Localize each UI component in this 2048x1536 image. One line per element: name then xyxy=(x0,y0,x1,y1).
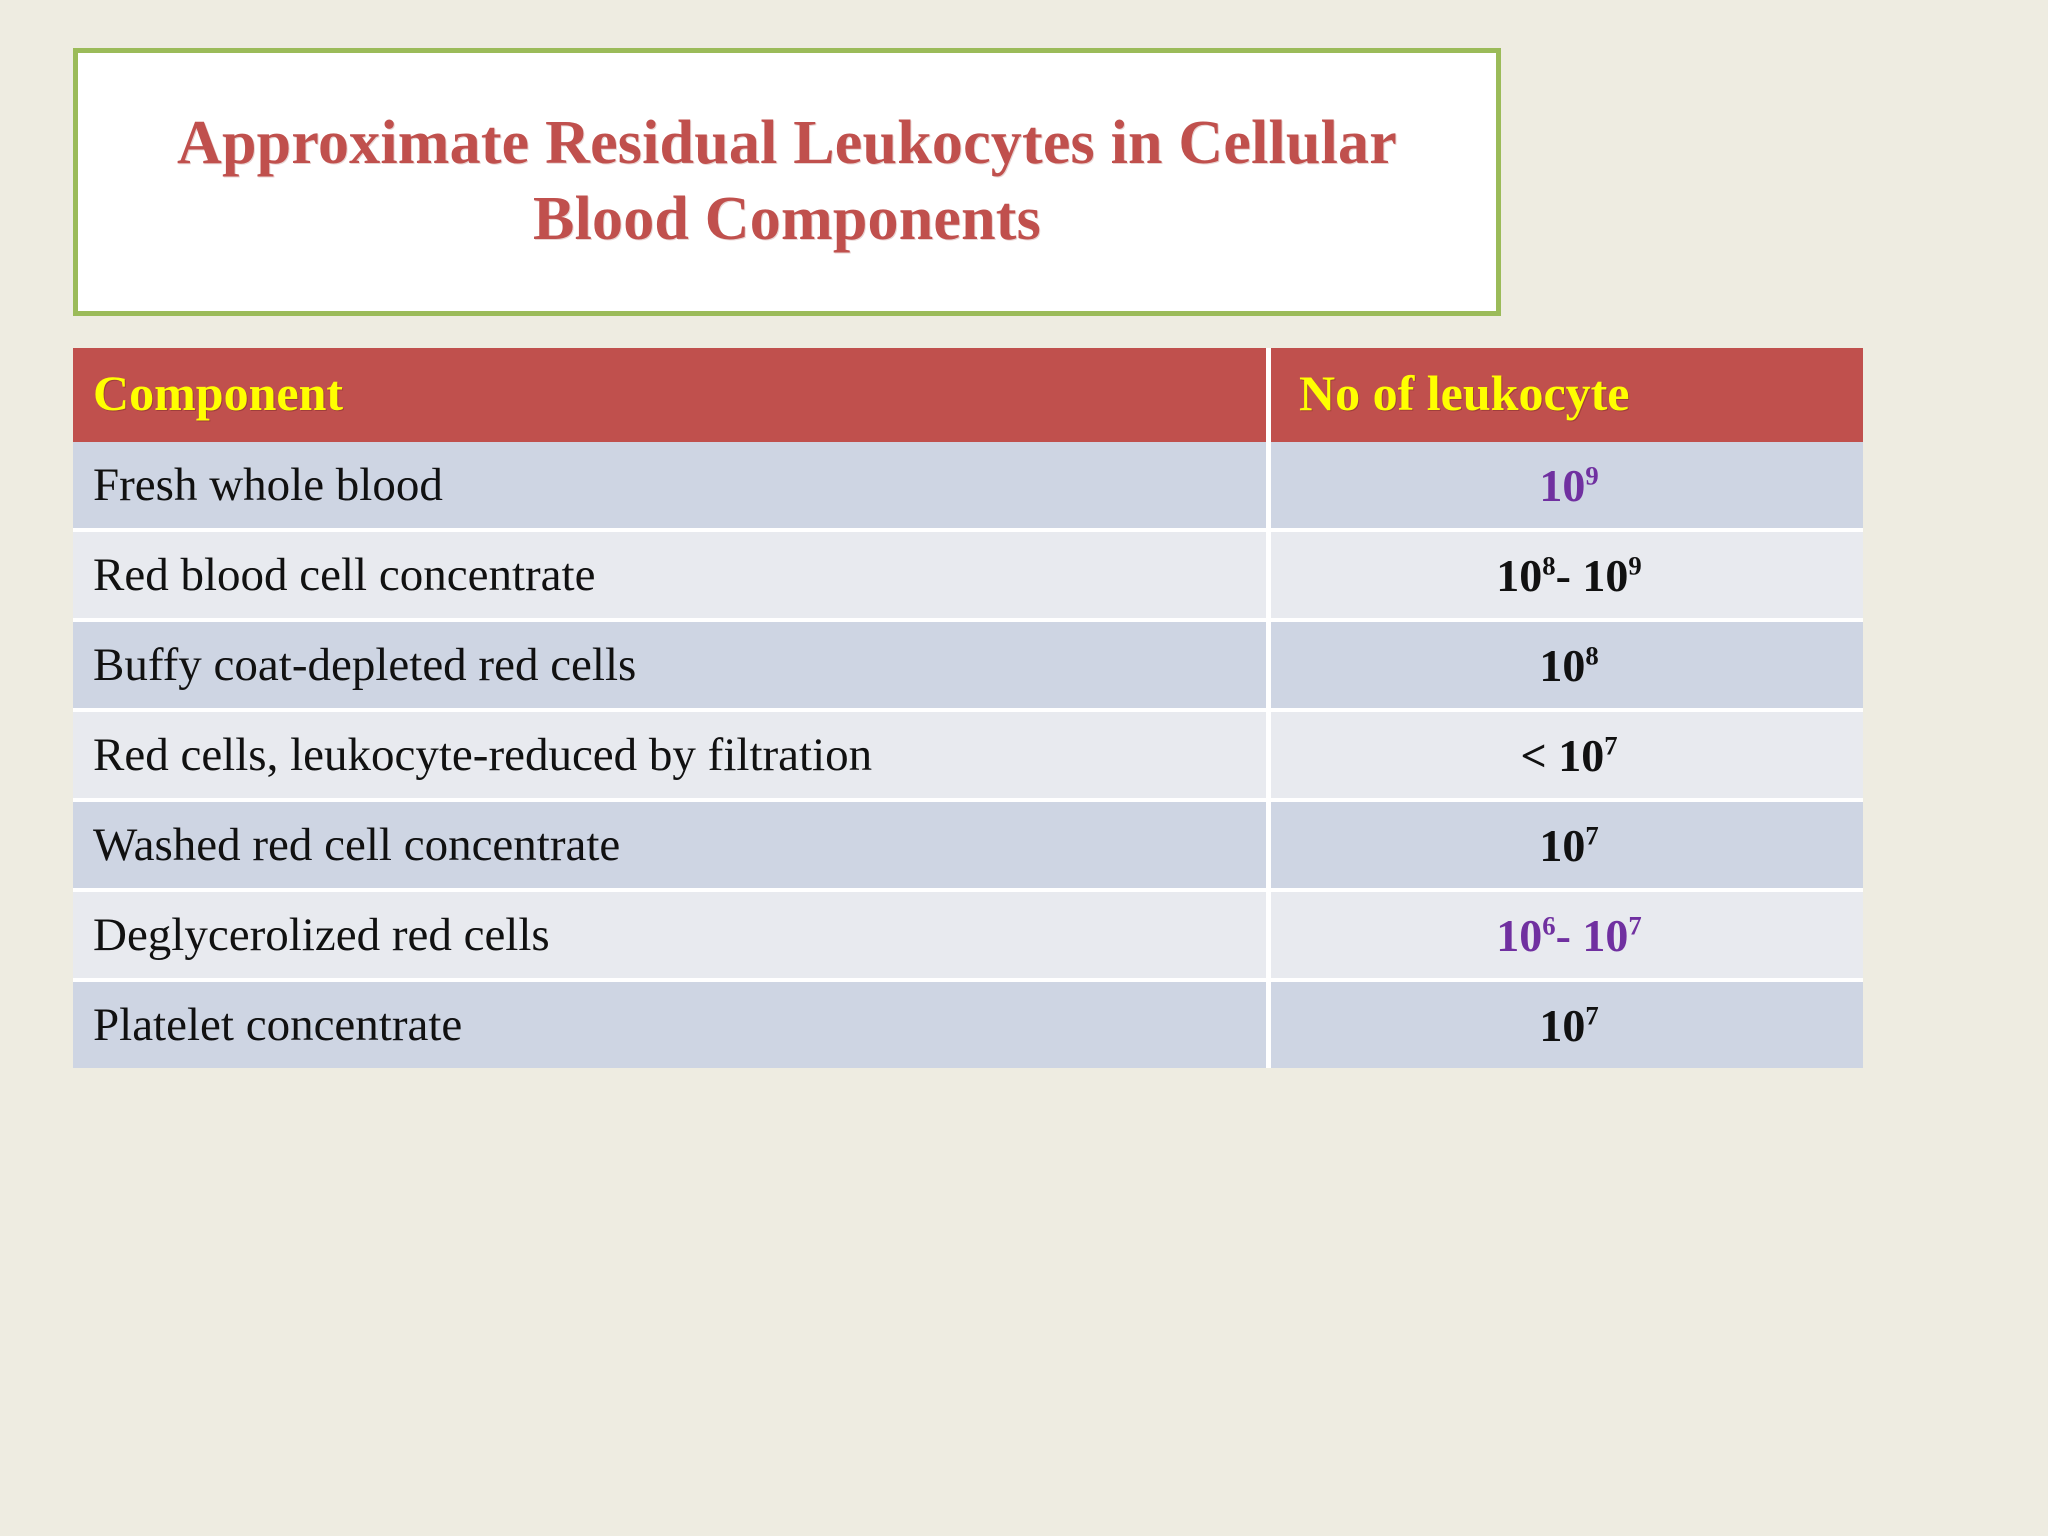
count-exponent: 6 xyxy=(1542,910,1556,941)
count-base: 10 xyxy=(1539,459,1586,511)
table-header-row: Component No of leukocyte xyxy=(73,348,1863,442)
count-exponent: 8 xyxy=(1585,640,1599,671)
cell-component-name: Fresh whole blood xyxy=(73,442,1266,532)
count-exponent: 7 xyxy=(1585,1000,1599,1031)
count-base: 10 xyxy=(1539,639,1586,691)
count-prefix: < xyxy=(1520,729,1559,781)
column-header-leukocyte-count: No of leukocyte xyxy=(1266,348,1863,442)
cell-leukocyte-count: 107 xyxy=(1266,982,1863,1068)
cell-leukocyte-count: < 107 xyxy=(1266,712,1863,802)
count-base: 10 xyxy=(1539,999,1586,1051)
slide-title-card: Approximate Residual Leukocytes in Cellu… xyxy=(73,48,1501,316)
cell-leukocyte-count: 108- 109 xyxy=(1266,532,1863,622)
count-exponent-second: 7 xyxy=(1628,910,1642,941)
cell-component-name: Buffy coat-depleted red cells xyxy=(73,622,1266,712)
count-base-second: 10 xyxy=(1582,549,1629,601)
count-base: 10 xyxy=(1558,729,1605,781)
count-base: 10 xyxy=(1539,819,1586,871)
cell-component-name: Red cells, leukocyte-reduced by filtrati… xyxy=(73,712,1266,802)
count-exponent: 7 xyxy=(1585,820,1599,851)
residual-leukocytes-table: Component No of leukocyte Fresh whole bl… xyxy=(73,348,1863,1068)
count-separator: - xyxy=(1555,549,1583,601)
cell-leukocyte-count: 109 xyxy=(1266,442,1863,532)
cell-component-name: Washed red cell concentrate xyxy=(73,802,1266,892)
table-row: Red cells, leukocyte-reduced by filtrati… xyxy=(73,712,1863,802)
table-header: Component No of leukocyte xyxy=(73,348,1863,442)
count-separator: - xyxy=(1555,909,1583,961)
cell-leukocyte-count: 108 xyxy=(1266,622,1863,712)
count-exponent: 9 xyxy=(1585,460,1599,491)
count-base-second: 10 xyxy=(1582,909,1629,961)
page-title: Approximate Residual Leukocytes in Cellu… xyxy=(177,109,1397,253)
count-base: 10 xyxy=(1496,909,1543,961)
count-base: 10 xyxy=(1496,549,1543,601)
cell-leukocyte-count: 106- 107 xyxy=(1266,892,1863,982)
cell-component-name: Red blood cell concentrate xyxy=(73,532,1266,622)
leukocyte-table-container: Component No of leukocyte Fresh whole bl… xyxy=(73,348,1863,1068)
cell-leukocyte-count: 107 xyxy=(1266,802,1863,892)
count-exponent-second: 9 xyxy=(1628,550,1642,581)
column-header-component: Component xyxy=(73,348,1266,442)
cell-component-name: Deglycerolized red cells xyxy=(73,892,1266,982)
count-exponent: 7 xyxy=(1604,730,1618,761)
count-exponent: 8 xyxy=(1542,550,1556,581)
cell-component-name: Platelet concentrate xyxy=(73,982,1266,1068)
